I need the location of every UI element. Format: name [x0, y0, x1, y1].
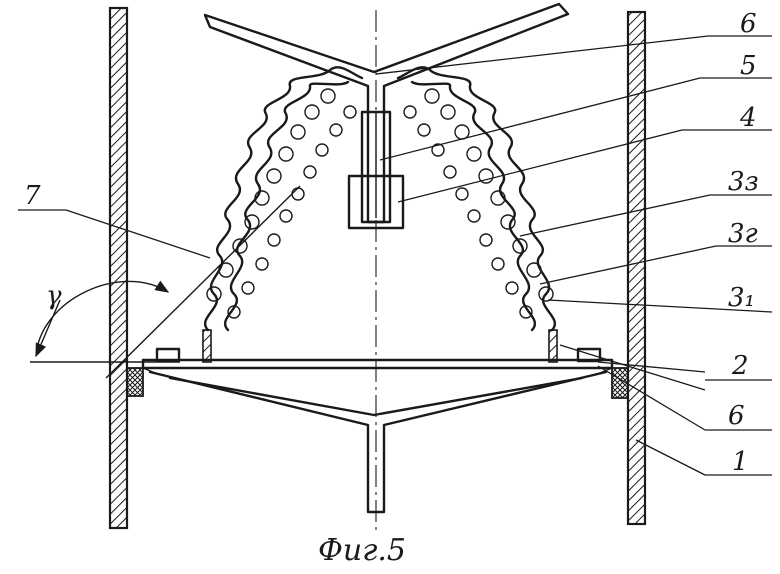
label-2: 2	[731, 351, 749, 381]
left-wall	[108, 6, 129, 530]
left-wavy-dome	[204, 66, 364, 332]
label-5: 5	[740, 51, 757, 81]
left-block	[155, 347, 181, 363]
upper-y-deflector	[203, 2, 570, 224]
right-seal	[611, 367, 629, 399]
right-wavy-dome	[396, 66, 556, 332]
label-3z: 3з	[728, 167, 759, 197]
label-4: 4	[739, 103, 757, 133]
label-3-1: 3₁	[728, 283, 755, 313]
label-6-bottom: 6	[728, 401, 745, 431]
label-1: 1	[732, 447, 749, 477]
lower-y-inner	[168, 376, 584, 417]
lower-y-support	[148, 370, 608, 514]
left-seal	[126, 367, 144, 397]
right-block	[576, 347, 602, 363]
label-3g: 3г	[728, 219, 758, 249]
leader-lines	[18, 35, 773, 476]
right-post	[548, 329, 558, 363]
label-6-top: 6	[740, 9, 757, 39]
angle-ray	[105, 185, 301, 379]
right-wall	[626, 10, 647, 526]
figure-caption: Фиг.5	[318, 533, 406, 568]
label-7: 7	[24, 181, 41, 211]
angle-arc	[35, 280, 170, 357]
plate-2	[141, 358, 614, 370]
left-post	[202, 329, 212, 363]
angle-gamma-label: γ	[46, 281, 62, 311]
